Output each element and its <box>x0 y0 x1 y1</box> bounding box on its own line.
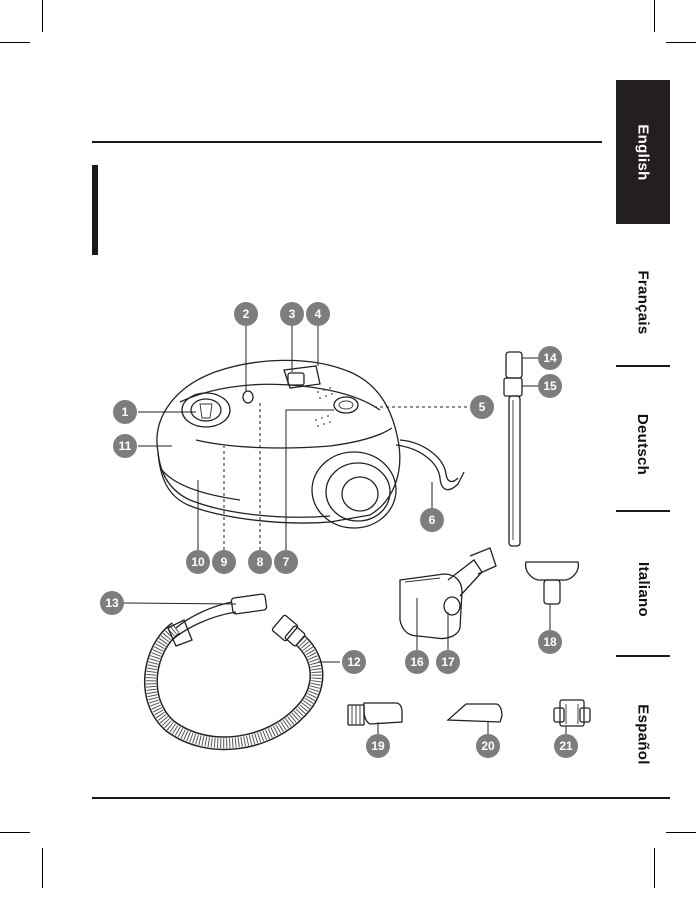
svg-text:20: 20 <box>481 739 495 753</box>
svg-text:1: 1 <box>122 405 129 419</box>
callout-15: 15 <box>538 374 562 398</box>
svg-text:17: 17 <box>441 655 455 669</box>
callout-21: 21 <box>554 734 578 758</box>
callout-6: 6 <box>420 508 444 532</box>
svg-text:19: 19 <box>371 739 385 753</box>
nozzle-holder-illustration <box>554 700 590 726</box>
svg-text:12: 12 <box>347 655 361 669</box>
svg-text:11: 11 <box>119 439 132 453</box>
callout-3: 3 <box>280 302 304 326</box>
callout-20: 20 <box>476 734 500 758</box>
svg-text:18: 18 <box>543 635 557 649</box>
svg-text:9: 9 <box>221 555 228 569</box>
callout-11: 11 <box>113 434 137 458</box>
svg-text:3: 3 <box>289 307 296 321</box>
callout-5: 5 <box>470 395 494 419</box>
callout-2: 2 <box>234 302 258 326</box>
callout-7: 7 <box>274 550 298 574</box>
callout-8: 8 <box>248 550 272 574</box>
svg-text:2: 2 <box>243 307 250 321</box>
dusting-brush-illustration <box>348 703 402 725</box>
callout-10: 10 <box>186 550 210 574</box>
svg-text:16: 16 <box>410 655 424 669</box>
callout-12: 12 <box>342 650 366 674</box>
svg-text:8: 8 <box>257 555 264 569</box>
telescopic-tube-illustration <box>504 352 522 546</box>
svg-text:15: 15 <box>543 379 557 393</box>
hose-illustration <box>151 594 317 744</box>
callout-13: 13 <box>100 591 124 615</box>
vacuum-body-illustration <box>157 360 464 528</box>
svg-text:13: 13 <box>105 596 119 610</box>
svg-text:21: 21 <box>559 739 573 753</box>
callout-16: 16 <box>405 650 429 674</box>
svg-text:6: 6 <box>429 513 436 527</box>
callout-19: 19 <box>366 734 390 758</box>
callout-1: 1 <box>113 400 137 424</box>
callout-9: 9 <box>212 550 236 574</box>
upholstery-nozzle-illustration <box>526 562 579 604</box>
svg-text:7: 7 <box>283 555 290 569</box>
crevice-tool-illustration <box>448 704 502 722</box>
callout-14: 14 <box>538 346 562 370</box>
callout-4: 4 <box>306 302 330 326</box>
svg-text:5: 5 <box>479 400 486 414</box>
callout-17: 17 <box>436 650 460 674</box>
svg-text:4: 4 <box>315 307 322 321</box>
svg-text:14: 14 <box>543 351 557 365</box>
leader-lines <box>124 326 566 734</box>
callout-18: 18 <box>538 630 562 654</box>
svg-text:10: 10 <box>191 555 205 569</box>
